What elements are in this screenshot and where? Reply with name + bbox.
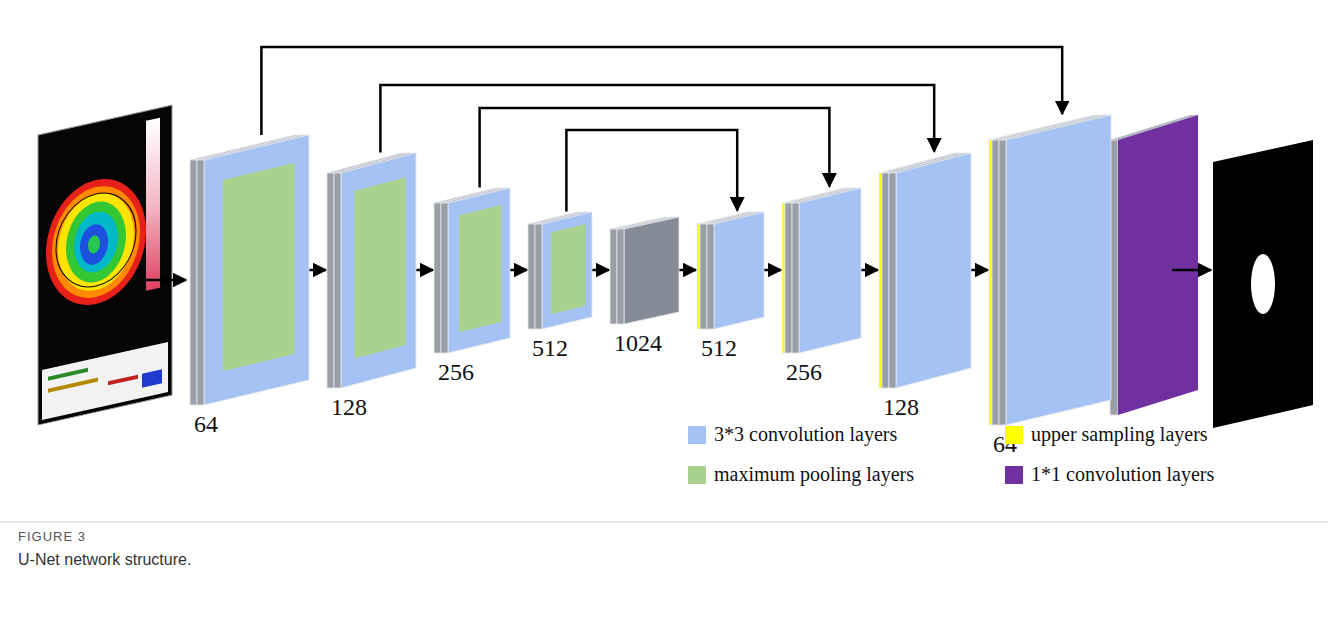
input-arrow — [140, 279, 186, 282]
skip-connection — [566, 130, 737, 212]
channel-count: 1024 — [614, 330, 662, 356]
block-shape — [782, 188, 861, 353]
caption: U-Net network structure. — [18, 551, 191, 569]
feature-block: 128 — [327, 153, 416, 428]
legend-swatch — [688, 426, 706, 444]
legend-swatch — [688, 466, 706, 484]
legend-entry: maximum pooling layers — [688, 463, 914, 486]
block-shape — [190, 135, 309, 405]
flow-arrow — [590, 269, 609, 272]
legend-text: upper sampling layers — [1031, 423, 1208, 446]
skip-connection — [480, 108, 830, 188]
feature-block: 256 — [434, 188, 510, 393]
block-shape — [989, 115, 1111, 425]
block-shape — [879, 153, 971, 388]
legend-swatch — [1005, 426, 1023, 444]
legend-entry: 1*1 convolution layers — [1005, 463, 1214, 486]
block-shape — [697, 212, 764, 329]
feature-block: 512 — [697, 212, 764, 369]
arrow — [1172, 269, 1211, 272]
feature-block: 1024 — [610, 217, 679, 364]
flow-arrow — [762, 269, 781, 272]
legend-text: maximum pooling layers — [714, 463, 914, 486]
channel-count: 512 — [701, 335, 737, 361]
feature-block: 512 — [528, 212, 592, 369]
input-image — [38, 105, 172, 425]
block-shape — [434, 188, 510, 353]
conv1x1-block — [1110, 115, 1198, 415]
flow-arrow — [414, 269, 433, 272]
channel-count: 128 — [331, 394, 367, 420]
block-shape — [327, 153, 416, 388]
legend-entry: upper sampling layers — [1005, 423, 1208, 446]
caption-rule — [0, 522, 1328, 523]
feature-block: 128 — [879, 153, 971, 428]
output-mask — [1213, 140, 1313, 428]
flow-arrow — [677, 269, 696, 272]
feature-block: 64 — [190, 135, 309, 445]
legend-text: 3*3 convolution layers — [714, 423, 897, 446]
skip-connection — [380, 85, 934, 153]
legend-swatch — [1005, 466, 1023, 484]
flow-arrow — [508, 269, 527, 272]
figure-number: FIGURE 3 — [18, 529, 86, 544]
flow-arrow — [969, 269, 988, 272]
channel-count: 128 — [883, 394, 919, 420]
channel-count: 256 — [786, 359, 822, 385]
feature-block: 64 — [989, 115, 1111, 465]
channel-count: 256 — [438, 359, 474, 385]
legend-entry: 3*3 convolution layers — [688, 423, 897, 446]
flow-arrow — [307, 269, 326, 272]
channel-count: 512 — [532, 335, 568, 361]
block-shape — [610, 217, 679, 324]
feature-block: 256 — [782, 188, 861, 393]
block-shape — [528, 212, 592, 329]
flow-arrow — [859, 269, 878, 272]
channel-count: 64 — [194, 411, 218, 437]
legend-text: 1*1 convolution layers — [1031, 463, 1214, 486]
